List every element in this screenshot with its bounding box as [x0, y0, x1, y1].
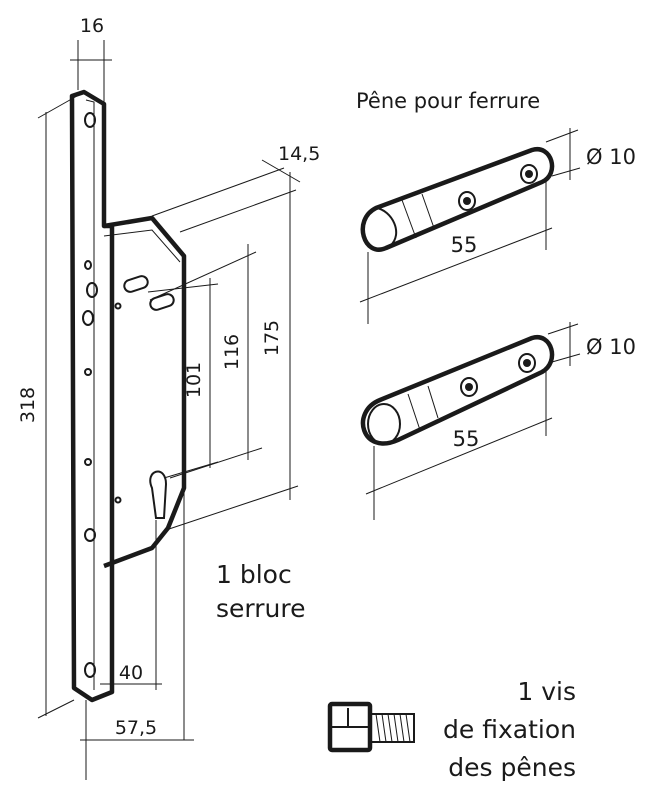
dim-case-width: 57,5	[115, 717, 157, 739]
case-rivet	[114, 496, 122, 504]
deadbolt-slot	[149, 293, 175, 311]
faceplate-screw-hole-bottom	[84, 662, 96, 678]
faceplate-hole	[82, 310, 94, 326]
dim-101: 101	[183, 362, 205, 398]
latch-slot	[123, 275, 149, 293]
faceplate-hole	[86, 282, 98, 298]
faceplate-hole	[84, 458, 92, 466]
fixing-screw	[327, 701, 415, 753]
bolt-bottom-dimension-lines	[365, 322, 581, 520]
bolt-top	[360, 147, 555, 252]
bolt-bottom-length: 55	[453, 427, 480, 451]
bolt-bottom	[360, 335, 555, 446]
dim-case-depth: 14,5	[278, 143, 320, 165]
faceplate-hole	[84, 260, 92, 270]
dim-faceplate-width: 16	[80, 15, 104, 37]
bolt-hole	[460, 377, 478, 397]
dim-116: 116	[221, 334, 243, 370]
lock-label-line2: serrure	[216, 594, 305, 623]
faceplate-screw-hole-top	[84, 112, 96, 128]
bolt-hole	[458, 191, 476, 211]
bolt-bottom-diameter: Ø 10	[586, 335, 636, 359]
bolt-top-diameter: Ø 10	[586, 145, 636, 169]
bolt-hole	[520, 164, 538, 184]
bolt-top-length: 55	[451, 233, 478, 257]
bolts-title: Pêne pour ferrure	[356, 89, 540, 113]
dim-lock-height: 318	[17, 387, 39, 423]
faceplate-hole	[84, 528, 96, 542]
case-depth-line	[103, 229, 181, 263]
lock-label-line1: 1 bloc	[216, 560, 292, 589]
faceplate-outline	[69, 89, 115, 703]
bolt-hole	[518, 353, 536, 373]
lock-body	[69, 89, 187, 703]
dim-175: 175	[261, 320, 283, 356]
lock-dimension-lines	[37, 40, 301, 780]
case-rivet	[114, 302, 122, 310]
bolt-top-dimension-lines	[359, 128, 581, 324]
lock-case-outline	[103, 215, 187, 569]
screw-label-line3: des pênes	[448, 753, 576, 782]
faceplate-hole	[84, 368, 92, 376]
cylinder-cutout	[149, 470, 168, 519]
dim-backset: 40	[119, 662, 143, 684]
screw-label-line2: de fixation	[443, 715, 576, 744]
screw-label-line1: 1 vis	[517, 677, 576, 706]
faceplate-inner-line	[85, 99, 95, 690]
